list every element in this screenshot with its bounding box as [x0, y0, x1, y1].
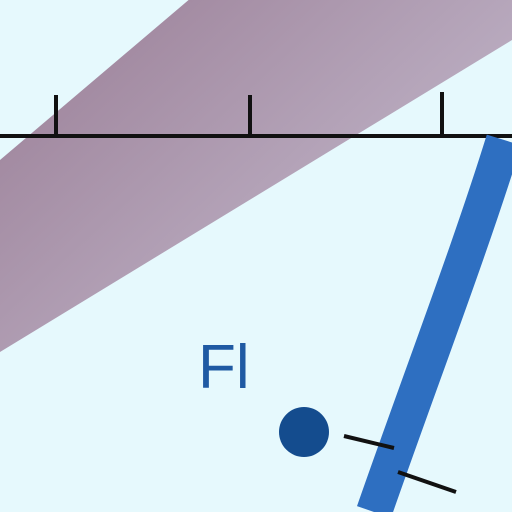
- diagonal-band: [0, 0, 512, 352]
- leader-line: [343, 434, 395, 450]
- river: [357, 134, 512, 512]
- leader-line: [397, 470, 457, 494]
- point-marker: [279, 407, 329, 457]
- scale-bar: [0, 92, 512, 138]
- place-label: Fl: [198, 333, 250, 402]
